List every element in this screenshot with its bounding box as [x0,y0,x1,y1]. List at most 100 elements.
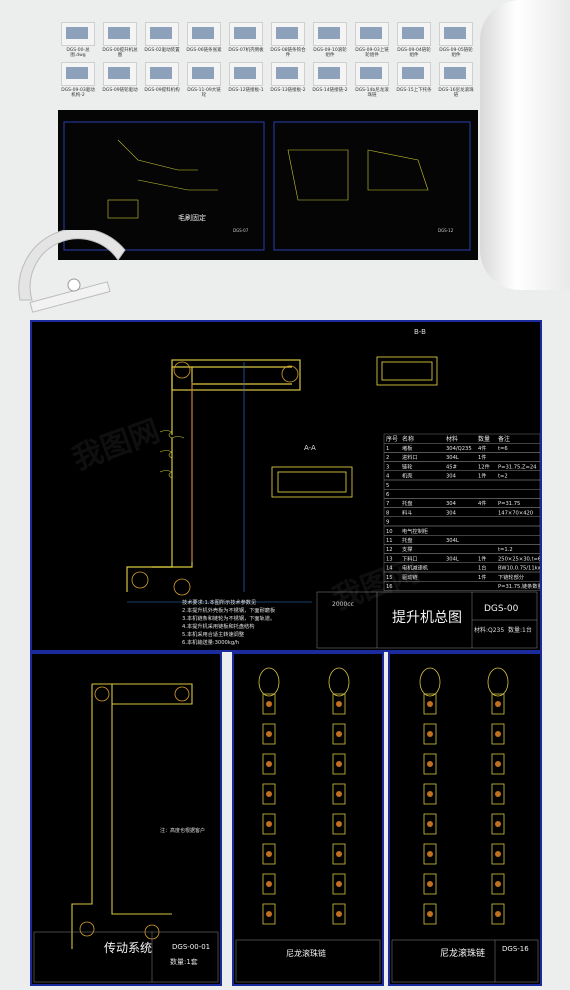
chain-link [262,873,276,895]
chain-link [423,693,437,715]
chain-roller [336,851,342,857]
chain-link [423,723,437,745]
thumbnail-image [313,62,347,86]
chain-roller [336,911,342,917]
file-thumbnail[interactable]: DGS-14b尼龙滚珠链 [354,62,390,102]
bom-cell: 304L [446,538,459,544]
bom-cell: t=6 [498,446,508,452]
bom-cell: 15 [386,575,393,581]
file-thumbnail[interactable]: DGS-09-03驱动机构-2 [60,62,96,102]
file-thumbnail[interactable]: DGS-16尼龙滚珠链 [438,62,474,102]
thumbnail-label: DGS-09链轮驱动 [102,88,138,93]
file-thumbnail[interactable]: DGS-09-04链轮组件 [396,22,432,62]
chain-link [491,723,505,745]
bom-cell: 304 [446,510,457,516]
thumbnail-label: DGS-09-03驱动机构-2 [61,88,95,98]
file-thumbnail[interactable]: DGS-02驱动装置 [144,22,180,62]
chain-roller [495,791,501,797]
chain-roller [266,911,272,917]
chain-roller [266,701,272,707]
thumbnail-label: DGS-00提升机总图 [102,48,138,58]
file-thumbnail[interactable]: DGS-08链条钩合件 [270,22,306,62]
file-thumbnail-grid: DGS-00-总图.dwg DGS-00提升机总图 DGS-02驱动装置 DGS-06… [60,22,480,102]
nylon-chain-code: DGS-16 [502,945,529,953]
bom-cell: 材料 [446,435,458,443]
chain-link [491,783,505,805]
bom-cell: 1件 [478,472,487,480]
thumbnail-image [439,62,473,86]
bom-cell: 数量 [478,435,490,443]
chain-link [332,873,346,895]
drawing-title: 提升机总图 [392,610,462,626]
chain-link [332,903,346,925]
chain-link [332,723,346,745]
file-thumbnail[interactable]: DGS-14链接链-2 [312,62,348,102]
tech-note-line: 3.本机链条和链轮为不锈钢，下面轨道。 [182,614,275,622]
tech-note-line: 技术要求:1.本图所示技术参数见 [182,598,256,606]
thumbnail-label: DGS-09-10滚轮组件 [313,48,347,58]
thumbnail-label: DGS-07机壳侧板 [228,48,264,53]
bom-cell: 名称 [402,435,414,443]
thumbnail-image [355,62,389,86]
chain-roller [495,911,501,917]
file-thumbnail[interactable]: DGS-15上下托条 [396,62,432,102]
file-thumbnail[interactable]: DGS-06链条张紧 [186,22,222,62]
chain-roller [336,881,342,887]
bom-cell: 料斗 [402,508,412,516]
file-thumbnail[interactable]: DGS-12链接板-1 [228,62,264,102]
preview-drawing-svg: 毛刷固定 DGS-07 DGS-12 [63,121,471,251]
file-thumbnail[interactable]: DGS-07机壳侧板 [228,22,264,62]
preview-right-code: DGS-12 [438,228,454,233]
chain-link [332,783,346,805]
bom-cell: 3 [386,464,389,470]
bom-cell: 14 [386,566,393,572]
thumbnail-image [61,22,95,46]
file-thumbnail[interactable]: DGS-13链接板-2 [270,62,306,102]
file-thumbnail[interactable]: DGS-11-09大链轮 [186,62,222,102]
bom-cell: 304L [446,455,459,461]
chain-roller [336,821,342,827]
bom-cell: 11 [386,538,393,544]
bom-cell: 链轮 [402,462,412,470]
thumbnail-label: DGS-06链条张紧 [186,48,222,53]
bom-cell: 4件 [478,499,487,507]
file-thumbnail[interactable]: DGS-00-总图.dwg [60,22,96,62]
thumbnail-label: DGS-00-总图.dwg [66,48,90,58]
chain-roller [495,881,501,887]
thumbnail-label: DGS-02驱动装置 [144,48,180,53]
bom-cell: P=31.75,链条数量19.05 [498,582,540,590]
bom-cell: P=31.75 [498,501,520,507]
chain-roller [336,731,342,737]
bom-cell: 下链轮部分 [498,573,524,581]
thumbnail-image [61,62,95,86]
thumbnail-label: DGS-13链接板-2 [270,88,306,93]
bom-cell: 5 [386,483,389,489]
chain-link [423,753,437,775]
chain-link [262,723,276,745]
chain-link [423,783,437,805]
file-thumbnail[interactable]: DGS-09-03上链轮组件 [354,22,390,62]
file-thumbnail[interactable]: DGS-09链轮驱动 [102,62,138,102]
thumbnail-label: DGS-14链接链-2 [312,88,348,93]
bom-cell: P=31.75,Z=24 [498,464,537,470]
chain-sprocket [258,667,280,697]
chain-sprocket [487,667,509,697]
bom-cell: 4 [386,474,390,480]
drawing-quantity: 数量:1台 [508,626,532,634]
file-thumbnail[interactable]: DGS-00提升机总图 [102,22,138,62]
bom-cell: 12件 [478,462,490,470]
bom-cell: 304L [446,556,459,562]
transmission-qty: 数量:1套 [170,957,198,966]
transmission-title: 传动系统 [104,940,152,955]
bom-cell: 6 [386,492,389,498]
paper-scroll-roll [480,0,570,290]
drawing-material: 材料:Q235 [474,626,504,634]
chain-link [262,813,276,835]
bom-cell: 7 [386,501,389,507]
file-thumbnail[interactable]: DGS-09-05链轮组件 [438,22,474,62]
file-thumbnail[interactable]: DGS-09提料机构 [144,62,180,102]
chain-link [423,813,437,835]
thumbnail-image [187,22,221,46]
file-thumbnail[interactable]: DGS-09-10滚轮组件 [312,22,348,62]
nylon-chain-title-mid: 尼龙滚珠链 [286,948,326,958]
